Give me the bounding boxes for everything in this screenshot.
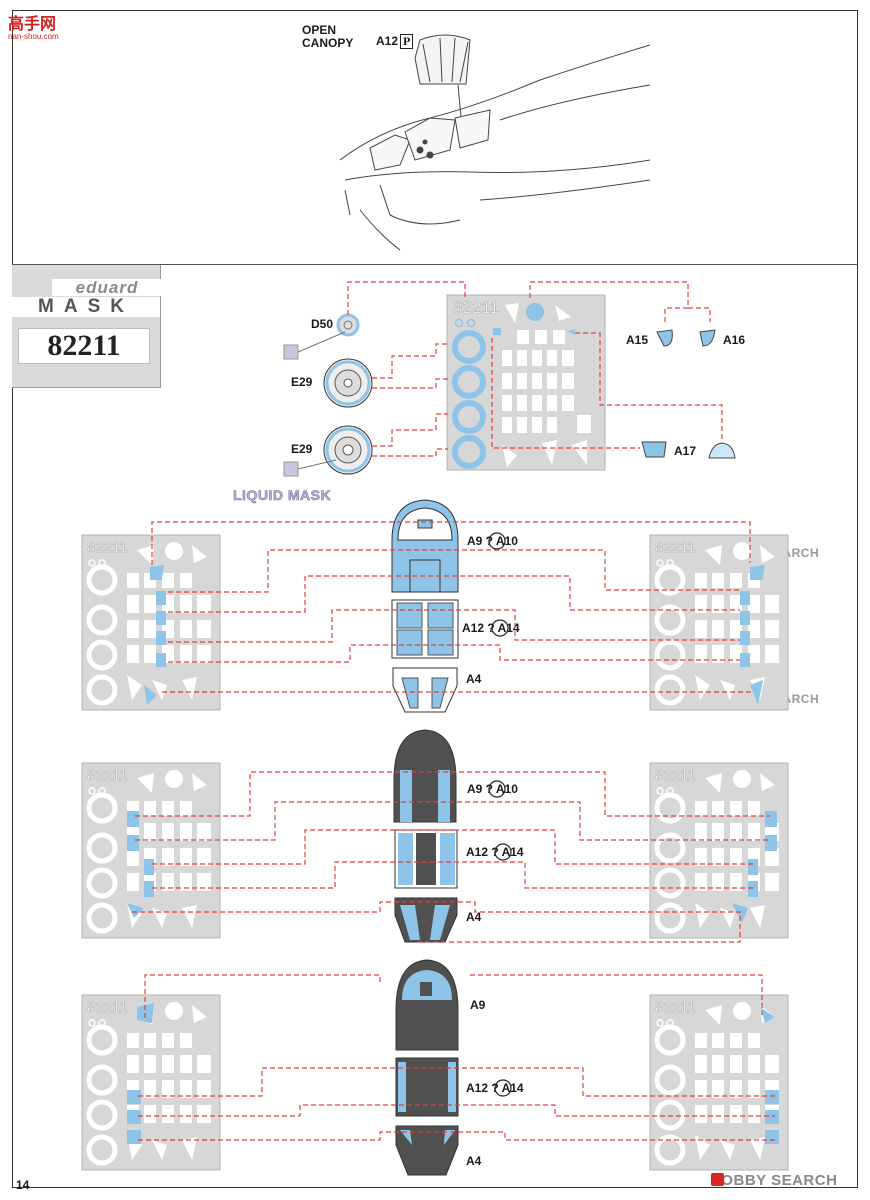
label-row1-top: A9 ? A10: [467, 534, 518, 548]
label-row1-mid: A12 ? A14: [462, 621, 520, 635]
label-d50: D50: [311, 317, 334, 331]
leader-lines-top: [347, 281, 723, 457]
mask-sheet-row3-left: 82211: [82, 995, 220, 1170]
part-a17: [641, 441, 667, 458]
svg-text:82211: 82211: [655, 767, 696, 784]
open-canopy-label: OPEN CANOPY: [302, 23, 354, 50]
part-a17-view: [708, 442, 736, 459]
canopy-row3: [395, 959, 459, 1176]
canopy-row1: [391, 499, 459, 713]
label-a17: A17: [674, 444, 697, 458]
product-number: 82211: [18, 328, 150, 364]
mask-sheet-row2-right: 82211: [650, 763, 788, 938]
liquid-mask-swatch: [283, 344, 299, 360]
watermark-url: nan-shou.com: [8, 32, 59, 41]
label-a15: A15: [626, 333, 649, 347]
alternative-icons: [488, 532, 512, 1097]
watermark-title: 高手网: [8, 16, 57, 33]
photo-etch-icon: P: [400, 34, 414, 49]
label-a16: A16: [723, 333, 746, 347]
wheel-d50: [336, 313, 360, 337]
part-a15: [656, 329, 673, 347]
svg-text:82211: 82211: [87, 767, 128, 784]
page-frame: [12, 10, 858, 1188]
eduard-mask-logo: eduard MASK 82211: [12, 265, 162, 388]
wheel-e29-bottom: [323, 425, 373, 475]
svg-text:82211: 82211: [87, 999, 128, 1016]
canopy-row2: [393, 729, 458, 943]
label-e29-top: E29: [291, 375, 313, 389]
eduard-logo: eduard: [52, 279, 162, 296]
aircraft-canopy-illustration: [339, 34, 651, 251]
page-number: 14: [16, 1178, 30, 1192]
svg-text:82211: 82211: [655, 539, 696, 556]
liquid-mask-label: LIQUID MASK: [233, 487, 332, 504]
sheet-number-top: 82211: [453, 298, 499, 317]
part-a16: [699, 329, 716, 347]
mask-sheet-row1-left: 82211: [82, 535, 220, 710]
svg-text:82211: 82211: [655, 999, 696, 1016]
mask-sheet-row1-right: 82211: [650, 535, 788, 710]
mask-sheet-row2-left: 82211: [82, 763, 220, 938]
mask-logo-text: MASK: [12, 297, 160, 317]
label-row3-top: A9: [470, 998, 486, 1012]
mask-sheet-top: 82211: [446, 294, 606, 471]
mask-sheet-row3-right: 82211: [650, 995, 788, 1170]
label-row2-bot: A4: [466, 910, 482, 924]
liquid-mask-swatch: [283, 461, 299, 477]
label-row1-bot: A4: [466, 672, 482, 686]
leader-lines-rows: [132, 521, 775, 1141]
svg-text:82211: 82211: [87, 539, 128, 556]
wheel-e29-top: [323, 358, 373, 408]
label-e29-bottom: E29: [291, 442, 313, 456]
hobby-search-logo-icon: [711, 1173, 724, 1186]
site-watermark: 高手网 nan-shou.com: [8, 10, 59, 41]
label-row2-top: A9 ? A10: [467, 782, 518, 796]
hobby-search-watermark: HOBBY SEARCH: [710, 1172, 838, 1189]
label-row3-bot: A4: [466, 1154, 482, 1168]
section-divider: [12, 264, 858, 265]
